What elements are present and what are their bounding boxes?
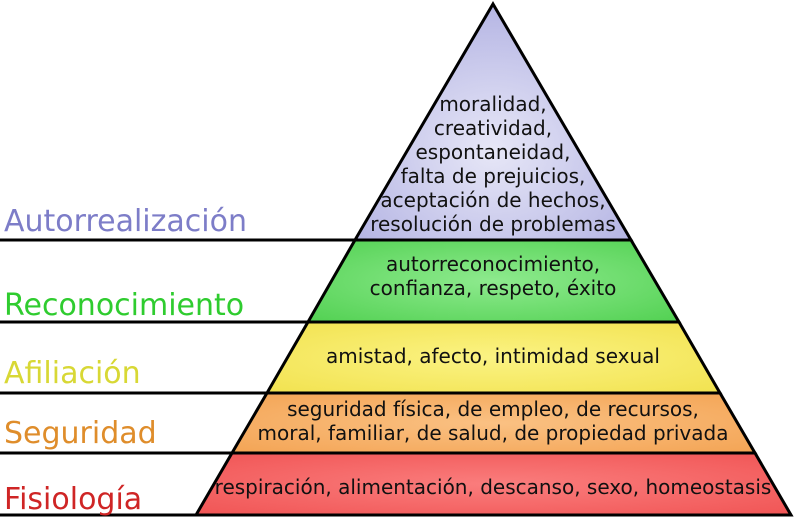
level-label-autorrealizacion: Autorrealización	[4, 204, 247, 239]
level-description-afiliacion: amistad, afecto, intimidad sexual	[326, 344, 660, 368]
level-label-seguridad: Seguridad	[4, 416, 157, 451]
pyramid-level-4-shape	[193, 451, 794, 517]
level-label-reconocimiento: Reconocimiento	[4, 288, 245, 323]
level-description-reconocimiento: autorreconocimiento, confianza, respeto,…	[369, 252, 617, 300]
level-label-fisiologia: Fisiología	[4, 482, 143, 517]
level-description-fisiologia: respiración, alimentación, descanso, sex…	[214, 475, 772, 499]
level-description-autorrealizacion: moralidad, creatividad, espontaneidad, f…	[370, 92, 616, 236]
level-description-seguridad: seguridad física, de empleo, de recursos…	[257, 397, 729, 445]
level-label-afiliacion: Afiliación	[4, 356, 141, 391]
